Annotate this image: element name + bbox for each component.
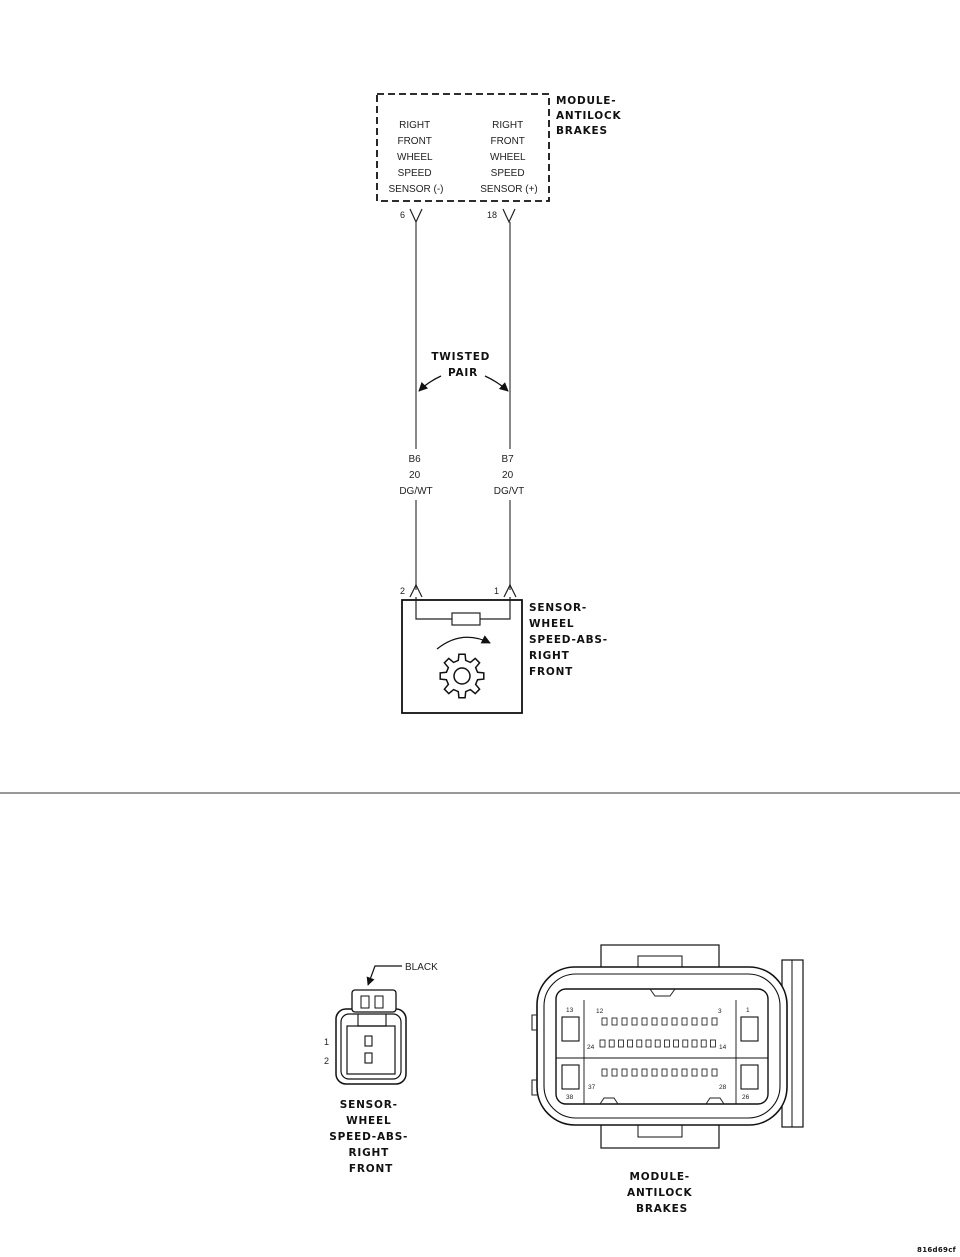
small-cavity (711, 1017, 718, 1026)
small-cavity (641, 1068, 648, 1077)
small-cavity (691, 1068, 698, 1077)
small-cavity (601, 1068, 608, 1077)
module-pin-6-number: 6 (400, 210, 405, 220)
small-cavity-grid (599, 1017, 718, 1077)
twisted-pair-arrow-right (484, 375, 509, 392)
module-pin-12: 12 (596, 1008, 604, 1015)
module-antilock-brakes: MODULE- ANTILOCK BRAKES RIGHT FRONT WHEE… (376, 93, 626, 224)
sensor-wheel-speed: 2 1 SENSOR- WHEEL SPEED-ABS- RIGHT FRONT (400, 583, 612, 714)
sensor-connector-face (346, 1025, 396, 1075)
twisted-pair-arrow-left (418, 375, 442, 392)
small-cavity (631, 1017, 638, 1026)
small-cavity (641, 1017, 648, 1026)
sensor-pin-1-symbol (503, 583, 517, 598)
small-cavity (611, 1068, 618, 1077)
wire-b7-label: B7 20 DG/VT (494, 454, 525, 497)
small-cavity (621, 1068, 628, 1077)
small-cavity (691, 1017, 698, 1026)
sensor-cavity-2-number: 2 (324, 1056, 329, 1066)
sensor-connector-view: BLACK 1 2 SENSOR- WHEEL SPEED-ABS- RIGHT… (324, 962, 438, 1175)
latch-guide (357, 1014, 387, 1027)
module-pin-26: 26 (742, 1094, 750, 1101)
twisted-pair-callout: TWISTED PAIR (418, 351, 509, 392)
small-cavity (682, 1039, 689, 1048)
face-key-top (649, 988, 676, 997)
small-cavity (661, 1068, 668, 1077)
small-cavity (700, 1039, 707, 1048)
small-cavity (621, 1017, 628, 1026)
large-cavity-1 (740, 1016, 759, 1042)
small-cavity (691, 1039, 698, 1048)
module-pin-14: 14 (719, 1044, 727, 1051)
module-pin-38: 38 (566, 1094, 574, 1101)
small-cavity (710, 1039, 716, 1048)
sensor-name: SENSOR- WHEEL SPEED-ABS- RIGHT FRONT (529, 602, 612, 678)
small-cavity (611, 1017, 618, 1026)
small-cavity (651, 1017, 658, 1026)
small-cavity (671, 1068, 678, 1077)
small-cavity (631, 1068, 638, 1077)
small-cavity (671, 1017, 678, 1026)
small-cavity (673, 1039, 679, 1048)
sensor-cavity-1 (364, 1035, 373, 1047)
small-cavity (664, 1039, 670, 1048)
module-pin-28: 28 (719, 1084, 727, 1091)
latch-slot-left (360, 995, 370, 1009)
latch-slot-right (374, 995, 384, 1009)
small-cavity (711, 1068, 718, 1077)
wire-b6-label: B6 20 DG/WT (399, 454, 432, 497)
small-cavity (608, 1039, 615, 1048)
sensor-pin-2-number: 2 (400, 586, 405, 596)
connector-color-leader (366, 965, 402, 986)
small-cavity (645, 1039, 652, 1048)
small-cavity (701, 1017, 708, 1026)
module-pin-13: 13 (566, 1007, 574, 1014)
sensor-pin-2-symbol (409, 583, 423, 598)
module-pin-24: 24 (587, 1044, 595, 1051)
rotation-arrow (436, 635, 491, 650)
small-cavity (661, 1017, 668, 1026)
small-cavity (599, 1039, 606, 1048)
large-cavity-13 (561, 1016, 580, 1042)
sensor-pin-1-number: 1 (494, 586, 499, 596)
module-pin-3: 3 (718, 1008, 722, 1015)
large-cavity-26 (740, 1064, 759, 1090)
module-terminal-right-label: RIGHT FRONT WHEEL SPEED SENSOR (+) (480, 120, 538, 195)
module-dashed-outline (376, 93, 550, 202)
small-cavity (681, 1017, 688, 1026)
small-cavity (636, 1039, 643, 1048)
sensor-resistor-symbol (451, 612, 481, 626)
module-pin-18-number: 18 (487, 210, 497, 220)
module-pin-18-symbol (502, 208, 516, 224)
sensor-connector-inner (340, 1013, 402, 1080)
module-connector-housing-inner (543, 973, 781, 1119)
small-cavity (618, 1039, 624, 1048)
small-cavity (601, 1017, 608, 1026)
gear-icon (439, 653, 485, 699)
small-cavity (681, 1068, 688, 1077)
large-cavity-38 (561, 1064, 580, 1090)
figure-id: 816d69cf (917, 1246, 957, 1254)
housing-notches-left (531, 1014, 537, 1096)
module-pin-37: 37 (588, 1084, 596, 1091)
module-terminal-left-label: RIGHT FRONT WHEEL SPEED SENSOR (-) (389, 120, 444, 195)
sensor-cavity-1-number: 1 (324, 1037, 329, 1047)
sensor-internal-wire (415, 597, 511, 620)
sensor-connector-latch (351, 989, 397, 1013)
module-pin-6-symbol (409, 208, 423, 224)
sensor-connector-name: SENSOR- WHEEL SPEED-ABS- RIGHT FRONT (329, 1099, 412, 1175)
small-cavity (651, 1068, 658, 1077)
small-cavity (701, 1068, 708, 1077)
module-pin-1-label: 1 (746, 1007, 750, 1014)
module-connector-name: MODULE- ANTILOCK BRAKES (627, 1171, 697, 1215)
connector-color-label: BLACK (405, 962, 438, 973)
sensor-cavity-2 (364, 1052, 373, 1064)
face-key-bottom (599, 1097, 725, 1105)
module-name: MODULE- ANTILOCK BRAKES (556, 95, 626, 137)
small-cavity (654, 1039, 661, 1048)
small-cavity (627, 1039, 633, 1048)
module-connector-view: 13 12 3 1 24 14 37 28 38 26 MODULE- ANTI… (531, 944, 804, 1215)
twisted-pair-label: TWISTED PAIR (431, 351, 494, 379)
